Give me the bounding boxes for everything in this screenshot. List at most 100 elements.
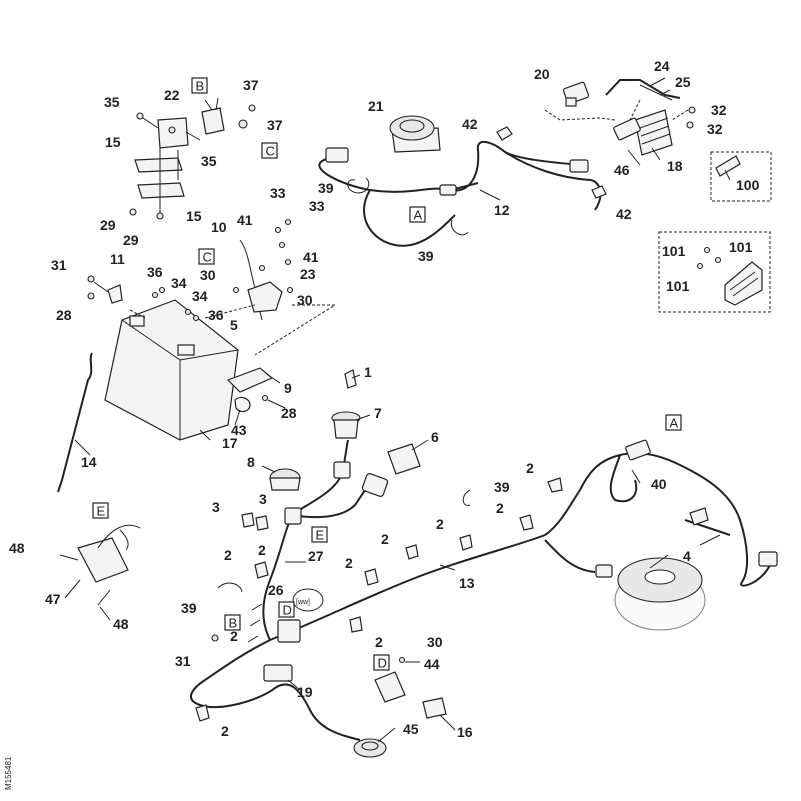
part-label-48a: 48 [9,540,25,556]
part-label-35b: 35 [201,153,217,169]
part-label-9: 9 [284,380,292,396]
document-code: M155481 [4,756,13,790]
part-label-2f: 2 [224,547,232,563]
callout-a1: A [414,208,423,223]
part-label-39d: 39 [181,600,197,616]
inset-box-100 [710,151,772,202]
callout-box-c2 [198,248,215,265]
part-1-fuse [344,369,357,389]
part-label-35a: 35 [104,94,120,110]
part-label-43: 43 [231,422,247,438]
ring-clip-39-d [217,582,243,593]
leader-lines [64,77,731,743]
part-label-16: 16 [457,724,473,740]
part-4-pto-clutch [614,557,706,631]
part-label-19: 19 [297,684,313,700]
part-label-30a: 30 [200,267,216,283]
ring-clip-39-a [347,177,370,194]
harness-clips-2 [195,477,563,722]
part-19-connector [263,664,293,682]
part-label-41a: 41 [237,212,253,228]
part-14-hold-down-rod [57,352,93,493]
part-label-34a: 34 [171,275,187,291]
part-label-18: 18 [667,158,683,174]
part-label-40: 40 [651,476,667,492]
part-label-15a: 15 [105,134,121,150]
part-label-2d: 2 [381,531,389,547]
callout-box-c1 [261,142,278,159]
part-numbers: 1 2 2 2 2 2 2 2 2 2 2 3 3 4 5 6 7 8 9 10… [9,58,760,740]
callout-a2: A [670,416,679,431]
part-24-25-lever [605,79,681,101]
part-label-2e: 2 [345,555,353,571]
part-label-7: 7 [374,405,382,421]
part-label-33b: 33 [309,198,325,214]
part-label-22: 22 [164,87,180,103]
callout-box-a1 [409,206,426,223]
parts-26-27-tags: [ww] [285,561,324,612]
part-label-32b: 32 [707,121,723,137]
part-label-44: 44 [424,656,440,672]
inset-box-101 [658,231,771,313]
part-label-32a: 32 [711,102,727,118]
part-label-41b: 41 [303,249,319,265]
part-8-grommet [269,468,301,491]
part-label-21: 21 [368,98,384,114]
part-15-plate-b [137,182,185,199]
callout-box-e1 [92,502,109,519]
connector-13-e [284,507,302,525]
part-15-plate-a [134,157,183,173]
part-label-36a: 36 [147,264,163,280]
upper-harness-assembly [318,79,696,247]
part-label-26: 26 [268,582,284,598]
part-label-2j: 2 [258,542,266,558]
part-label-2c: 2 [436,516,444,532]
part-label-39c: 39 [494,479,510,495]
part-label-25: 25 [675,74,691,90]
part-label-2h: 2 [230,628,238,644]
part-label-3a: 3 [212,499,220,515]
callout-e1: E [97,504,106,519]
callout-letters: B C A C A E E D B D [92,77,682,671]
part-label-3b: 3 [259,491,267,507]
part-label-15b: 15 [186,208,202,224]
part-label-4: 4 [683,548,691,564]
part-label-28a: 28 [56,307,72,323]
part-label-42a: 42 [462,116,478,132]
clip-42-b [591,185,607,199]
part-label-100: 100 [736,177,760,193]
part-label-31b: 31 [175,653,191,669]
part-label-34b: 34 [192,288,208,304]
connector-13-top [625,439,651,461]
part-label-14: 14 [81,454,97,470]
callout-e2: E [316,528,325,543]
part-label-101c: 101 [666,278,690,294]
callout-c2: C [203,250,212,265]
callout-box-d1 [278,601,295,618]
part-label-2a: 2 [526,460,534,476]
part-label-101b: 101 [729,239,753,255]
part-label-23: 23 [300,266,316,282]
part-label-48b: 48 [113,616,129,632]
part-label-30b: 30 [297,292,313,308]
connector-13-clutch [595,564,613,578]
connector-13-d [277,619,301,643]
callout-b2: B [229,616,238,631]
part-label-47: 47 [45,591,61,607]
part-label-39b: 39 [418,248,434,264]
part-label-11: 11 [110,251,125,267]
part-20-switch [562,81,590,107]
ring-clip-39-b [450,219,469,236]
callout-box-a2 [665,414,682,431]
connector-12-left [325,147,349,163]
part-label-1: 1 [364,364,372,380]
part-label-42b: 42 [616,206,632,222]
part-label-30c: 30 [427,634,443,650]
part-label-8: 8 [247,454,255,470]
part-45-grommet [353,738,387,758]
tag-text-26: [ww] [296,599,310,606]
part-label-13: 13 [459,575,475,591]
part-label-101a: 101 [662,243,686,259]
